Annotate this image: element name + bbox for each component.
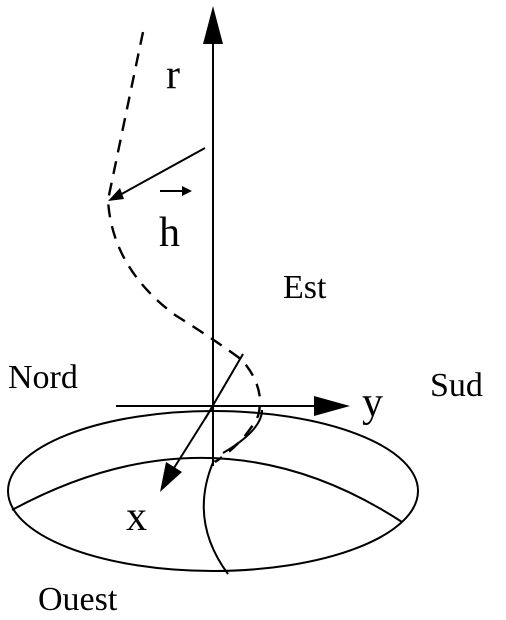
tilted-direction-line: [204, 353, 244, 420]
h-direction-arrowhead: [108, 188, 124, 201]
h-direction-arrow: [117, 147, 206, 197]
surface-curve-horizontal: [11, 456, 403, 523]
label-est: Est: [283, 269, 327, 306]
label-sud: Sud: [430, 367, 483, 404]
label-r: r: [166, 52, 180, 98]
label-y: y: [362, 380, 383, 426]
label-nord: Nord: [8, 359, 78, 396]
r-axis-arrowhead: [203, 6, 223, 44]
h-vector-arrowhead: [182, 186, 192, 196]
label-h: h: [159, 210, 180, 256]
angle-arc: [222, 409, 263, 454]
x-axis-arrowhead: [160, 462, 182, 492]
y-axis-arrowhead: [314, 396, 350, 416]
label-ouest: Ouest: [38, 581, 118, 618]
dashed-trajectory: [106, 31, 262, 463]
label-x: x: [126, 494, 147, 540]
surface-curve-vertical: [202, 459, 229, 575]
